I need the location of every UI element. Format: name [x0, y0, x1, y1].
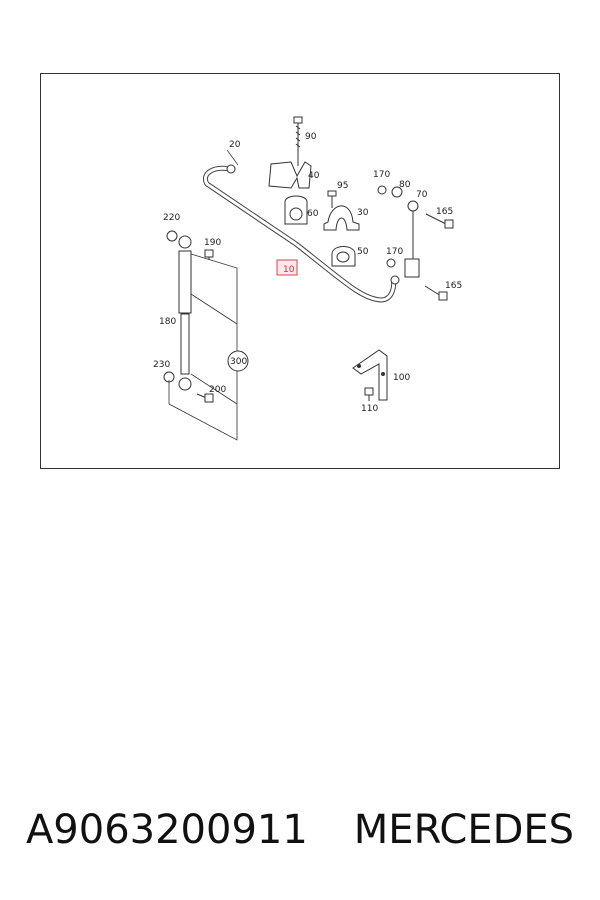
- callout-10[interactable]: 10: [283, 265, 295, 275]
- callout-180[interactable]: 180: [159, 317, 176, 327]
- callout-220[interactable]: 220: [163, 213, 180, 223]
- callout-40[interactable]: 40: [308, 171, 320, 181]
- nut-170-lower: [386, 258, 396, 268]
- callout-10-highlight[interactable]: [276, 259, 298, 276]
- callout-50[interactable]: 50: [357, 247, 369, 257]
- callout-80[interactable]: 80: [399, 180, 411, 190]
- callout-95[interactable]: 95: [337, 181, 348, 191]
- callout-190[interactable]: 190: [204, 238, 221, 248]
- callout-70[interactable]: 70: [416, 190, 428, 200]
- bolt-90: [293, 116, 303, 166]
- bolt-200: [196, 393, 214, 403]
- callout-90[interactable]: 90: [305, 132, 317, 142]
- clamp-40: [268, 161, 312, 189]
- clamp-30: [323, 205, 360, 231]
- nut-170-top: [377, 185, 387, 195]
- screw-95: [327, 190, 337, 208]
- callout-60[interactable]: 60: [307, 209, 319, 219]
- parts-diagram: 10 20 90 40 95 60 30 50 170 80 70 165 17…: [40, 73, 560, 469]
- stabilizer-link-70: [404, 200, 420, 278]
- callout-165-upper[interactable]: 165: [436, 207, 453, 217]
- part-number: A9063200911: [25, 807, 308, 853]
- bolt-165-upper: [425, 213, 454, 229]
- callout-100[interactable]: 100: [393, 373, 410, 383]
- callout-170-lower[interactable]: 170: [386, 247, 403, 257]
- bolt-165-lower: [424, 285, 448, 301]
- callout-30[interactable]: 30: [357, 208, 369, 218]
- callout-230[interactable]: 230: [153, 360, 170, 370]
- brand-name: MERCEDES: [353, 807, 575, 853]
- bracket-100: [352, 349, 388, 401]
- shock-absorber-180: [178, 235, 192, 391]
- callout-300-circle[interactable]: [227, 350, 249, 372]
- washer-220: [166, 230, 178, 242]
- callout-200[interactable]: 200: [209, 385, 226, 395]
- part-caption: A9063200911 MERCEDES: [0, 800, 600, 860]
- callout-170-top[interactable]: 170: [373, 170, 390, 180]
- callout-110[interactable]: 110: [361, 404, 378, 414]
- bar-end-eye-left: [226, 164, 236, 174]
- bolt-110: [364, 387, 374, 401]
- washer-80: [391, 186, 403, 198]
- callout-300[interactable]: 300: [230, 357, 247, 367]
- exploded-view: 10 20 90 40 95 60 30 50 170 80 70 165 17…: [153, 116, 462, 441]
- callout-165-lower[interactable]: 165: [445, 281, 462, 291]
- callout-20[interactable]: 20: [229, 140, 241, 150]
